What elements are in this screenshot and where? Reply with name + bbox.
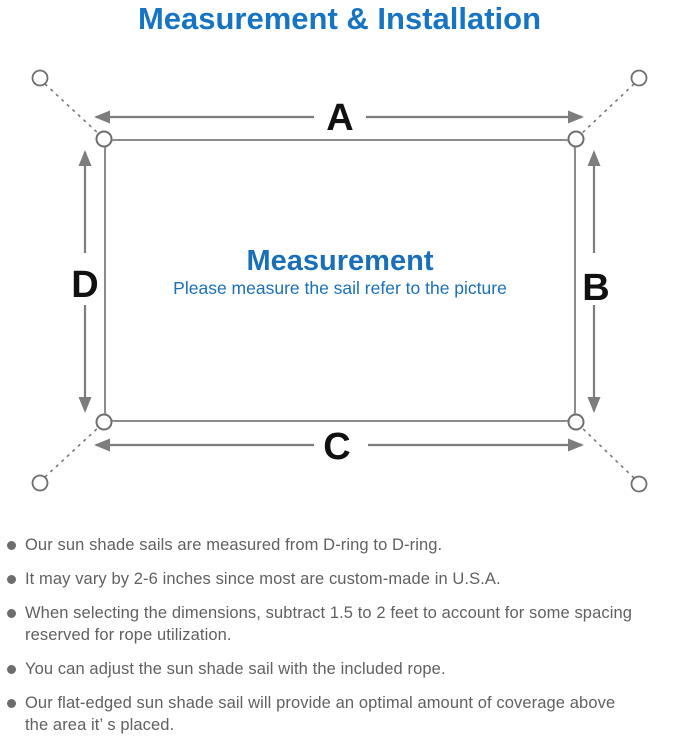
d-ring-bottom-right-icon (567, 413, 585, 431)
measurement-diagram: A B C D Measurement Please measure the s… (0, 60, 679, 510)
note-text: Our sun shade sails are measured from D-… (25, 534, 442, 556)
diagram-heading: Measurement (247, 245, 434, 277)
tether-lines (44, 83, 635, 479)
d-ring-top-left-icon (95, 130, 113, 148)
note-text: You can adjust the sun shade sail with t… (25, 658, 446, 680)
dimension-label-c: C (323, 426, 350, 468)
anchor-point-top-right-icon (630, 69, 648, 87)
anchor-point-top-left-icon (31, 69, 49, 87)
sail-rectangle (104, 139, 576, 422)
note-line: It may vary by 2-6 inches since most are… (25, 570, 501, 588)
anchor-point-bottom-left-icon (31, 474, 49, 492)
dimension-label-d: D (71, 264, 98, 306)
note-line: Our sun shade sails are measured from D-… (25, 536, 443, 554)
d-ring-top-right-icon (567, 130, 585, 148)
note-text: When selecting the dimensions, subtract … (25, 602, 632, 646)
note-text: It may vary by 2-6 inches since most are… (25, 568, 501, 590)
dimension-label-a: A (326, 97, 353, 139)
d-rings (95, 130, 585, 431)
note-text: Our flat-edged sun shade sail will provi… (25, 692, 615, 736)
list-item: Our sun shade sails are measured from D-… (7, 534, 675, 556)
note-line: the area it’ s placed. (25, 716, 175, 734)
dimension-label-b: B (582, 267, 609, 309)
list-item: When selecting the dimensions, subtract … (7, 602, 675, 646)
bullet-icon (7, 609, 16, 618)
note-line: reserved for rope utilization. (25, 626, 232, 644)
anchor-points (31, 69, 648, 493)
dashed-tether-top-right (579, 83, 635, 136)
list-item: Our flat-edged sun shade sail will provi… (7, 692, 675, 736)
note-line: You can adjust the sun shade sail with t… (25, 660, 446, 678)
notes-list: Our sun shade sails are measured from D-… (0, 510, 679, 736)
dashed-tether-top-left (44, 83, 101, 136)
diagram-subheading: Please measure the sail refer to the pic… (173, 278, 507, 298)
anchor-point-bottom-right-icon (630, 475, 648, 493)
list-item: It may vary by 2-6 inches since most are… (7, 568, 675, 590)
sail-diagram-svg: A B C D Measurement Please measure the s… (31, 69, 648, 493)
bullet-icon (7, 575, 16, 584)
bullet-icon (7, 665, 16, 674)
note-line: Our flat-edged sun shade sail will provi… (25, 694, 616, 712)
dashed-tether-bottom-left (44, 425, 101, 478)
dashed-tether-bottom-right (579, 425, 635, 479)
list-item: You can adjust the sun shade sail with t… (7, 658, 675, 680)
bullet-icon (7, 541, 16, 550)
d-ring-bottom-left-icon (95, 413, 113, 431)
bullet-icon (7, 699, 16, 708)
page-title: Measurement & Installation (137, 1, 542, 36)
note-line: When selecting the dimensions, subtract … (25, 604, 633, 622)
dimension-arrows (78, 110, 601, 452)
